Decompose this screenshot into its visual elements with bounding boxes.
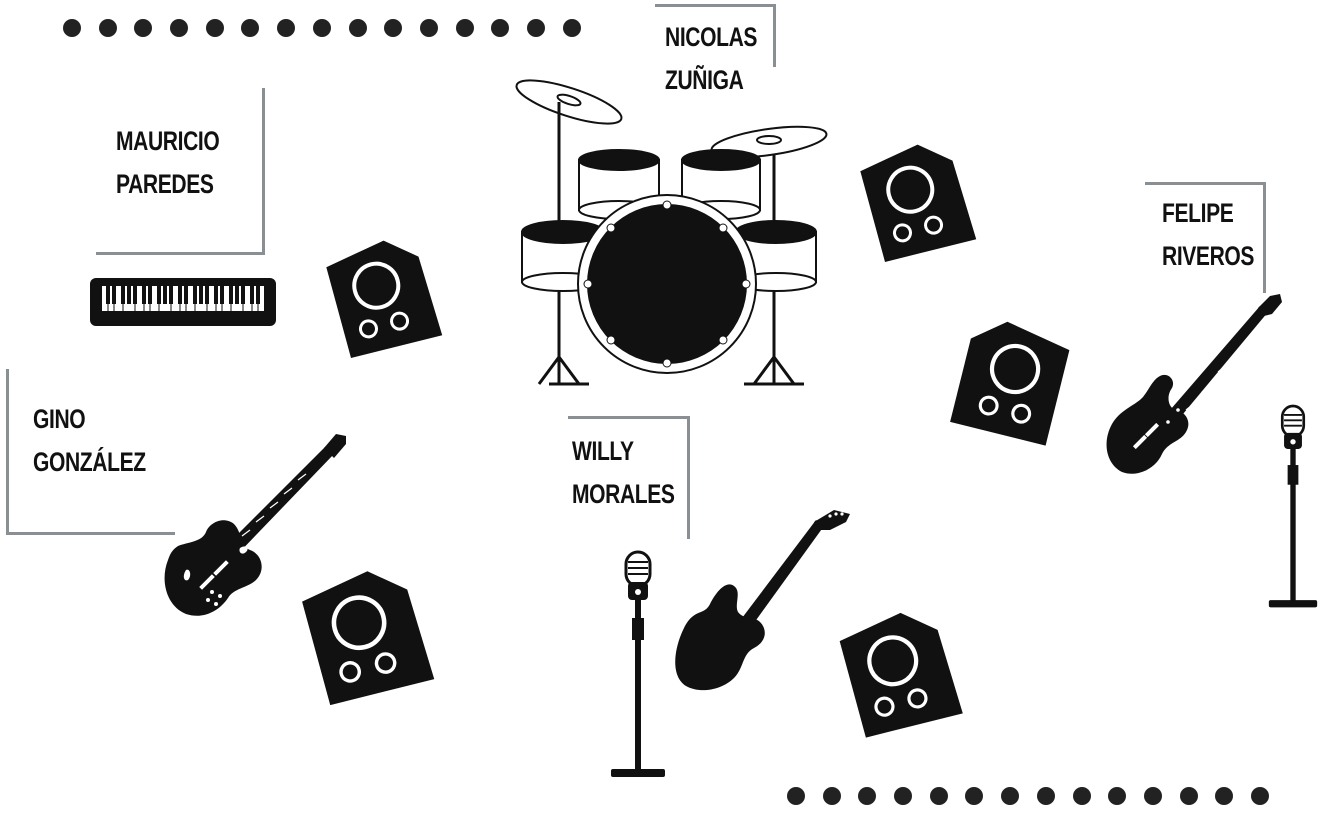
dot bbox=[63, 19, 81, 37]
mauricio-name-label: MAURICIO PAREDES bbox=[116, 120, 219, 206]
top-dotted-row bbox=[63, 19, 581, 37]
dot bbox=[277, 19, 295, 37]
felipe-first-name: FELIPE bbox=[1162, 192, 1254, 235]
gino-name-label: GINO GONZÁLEZ bbox=[33, 398, 146, 484]
keyboard-icon bbox=[90, 278, 276, 326]
electric-guitar-icon bbox=[664, 508, 854, 696]
bottom-dotted-row bbox=[787, 787, 1269, 805]
dot bbox=[384, 19, 402, 37]
nicolas-first-name: NICOLAS bbox=[665, 16, 757, 59]
dot bbox=[1001, 787, 1019, 805]
dot bbox=[823, 787, 841, 805]
dot bbox=[894, 787, 912, 805]
dot bbox=[527, 19, 545, 37]
amplifier-icon bbox=[862, 140, 976, 268]
dot bbox=[1037, 787, 1055, 805]
dot bbox=[563, 19, 581, 37]
dot bbox=[313, 19, 331, 37]
willy-first-name: WILLY bbox=[572, 430, 675, 473]
willy-name-label: WILLY MORALES bbox=[572, 430, 675, 516]
dot bbox=[858, 787, 876, 805]
dot bbox=[206, 19, 224, 37]
dot bbox=[349, 19, 367, 37]
dot bbox=[965, 787, 983, 805]
mauricio-last-name: PAREDES bbox=[116, 163, 219, 206]
felipe-last-name: RIVEROS bbox=[1162, 235, 1254, 278]
felipe-name-label: FELIPE RIVEROS bbox=[1162, 192, 1254, 278]
mauricio-first-name: MAURICIO bbox=[116, 120, 219, 163]
willy-last-name: MORALES bbox=[572, 473, 675, 516]
dot bbox=[134, 19, 152, 37]
dot bbox=[170, 19, 188, 37]
crash-cymbal bbox=[512, 72, 625, 133]
bass-drum bbox=[578, 195, 756, 373]
dot bbox=[420, 19, 438, 37]
dot bbox=[1144, 787, 1162, 805]
dot bbox=[1108, 787, 1126, 805]
dot bbox=[1180, 787, 1198, 805]
amplifier-icon bbox=[950, 318, 1070, 452]
microphone-icon bbox=[610, 552, 666, 780]
hollow-body-guitar-icon bbox=[158, 430, 348, 620]
dot bbox=[491, 19, 509, 37]
gino-first-name: GINO bbox=[33, 398, 146, 441]
dot bbox=[1251, 787, 1269, 805]
dot bbox=[1215, 787, 1233, 805]
dot bbox=[241, 19, 259, 37]
dot bbox=[930, 787, 948, 805]
gino-last-name: GONZÁLEZ bbox=[33, 441, 146, 484]
dot bbox=[99, 19, 117, 37]
dot bbox=[456, 19, 474, 37]
bass-guitar-icon bbox=[1098, 292, 1284, 478]
amplifier-icon bbox=[328, 236, 442, 364]
dot bbox=[1073, 787, 1091, 805]
dot bbox=[787, 787, 805, 805]
amplifier-icon bbox=[840, 608, 964, 744]
drum-kit-icon bbox=[514, 72, 830, 388]
